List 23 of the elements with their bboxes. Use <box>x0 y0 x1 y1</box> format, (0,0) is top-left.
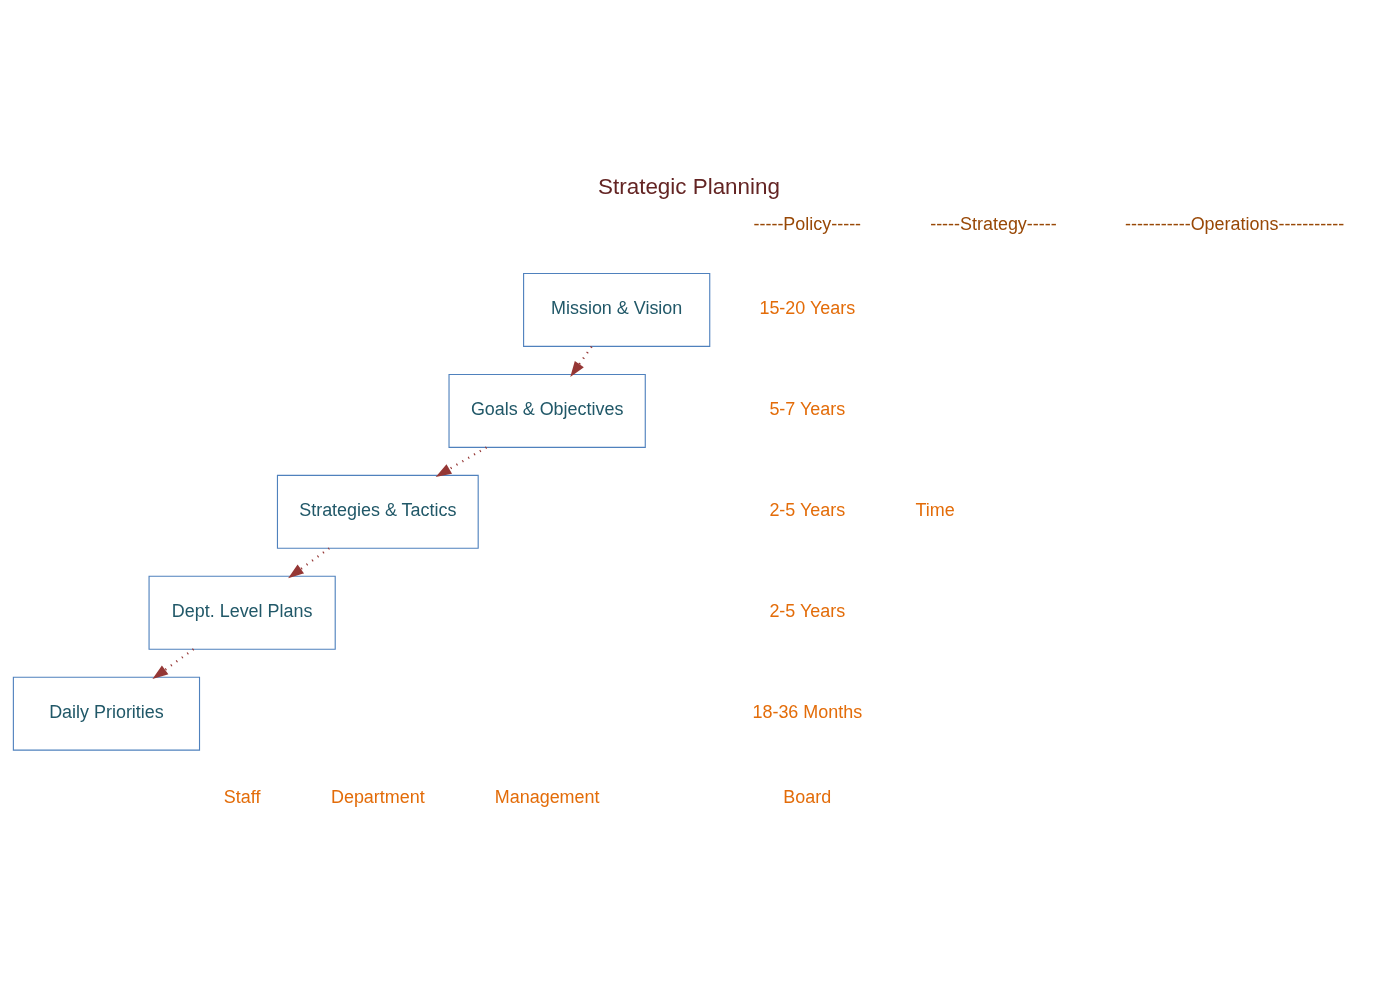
label: -----Strategy----- <box>930 213 1057 234</box>
arrow <box>435 445 488 477</box>
node-box: Daily Priorities <box>12 676 201 751</box>
node-box: Goals & Objectives <box>448 373 646 448</box>
label: Department <box>330 786 425 807</box>
node-box: Mission & Vision <box>523 272 711 347</box>
label: -----------Operations----------- <box>1124 213 1345 234</box>
node-box: Dept. Level Plans <box>148 575 336 650</box>
label: Board <box>783 786 832 807</box>
label: Staff <box>223 786 261 807</box>
label: 15-20 Years <box>759 297 856 318</box>
label: 2-5 Years <box>769 600 846 621</box>
node-box: Strategies & Tactics <box>276 474 479 549</box>
arrow <box>570 345 593 377</box>
arrow <box>288 546 330 578</box>
label: Management <box>494 786 600 807</box>
diagram-title: Strategic Planning <box>598 173 780 199</box>
label: 2-5 Years <box>769 499 846 520</box>
arrow <box>152 647 195 679</box>
label: 5-7 Years <box>769 398 846 419</box>
label: Time <box>915 499 955 520</box>
label: 18-36 Months <box>752 701 863 722</box>
label: -----Policy----- <box>753 213 862 234</box>
